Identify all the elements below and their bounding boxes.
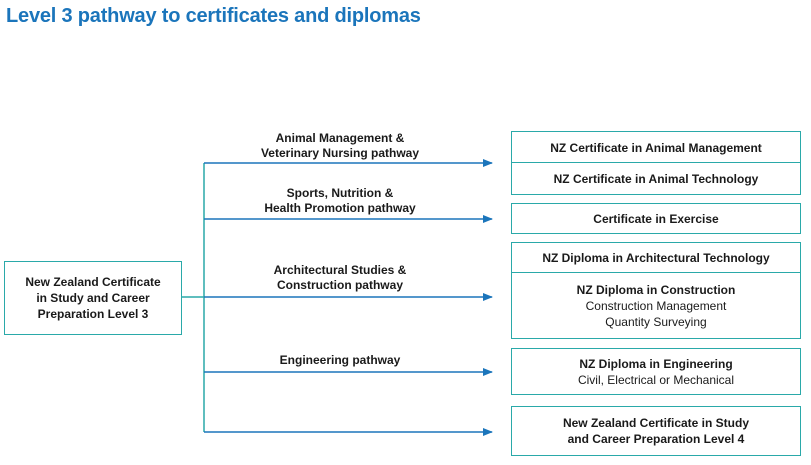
- pathway-label-sports: Sports, Nutrition & Health Promotion pat…: [264, 186, 416, 215]
- destination-title: NZ Certificate in Animal Technology: [553, 171, 759, 186]
- page-title: Level 3 pathway to certificates and dipl…: [6, 5, 421, 27]
- destination-detail: Quantity Surveying: [605, 314, 707, 329]
- destination-box: Certificate in Exercise: [511, 203, 801, 234]
- source-box: New Zealand Certificate in Study and Car…: [4, 261, 182, 335]
- destination-title: NZ Certificate in Animal Management: [550, 140, 762, 155]
- destination-box: NZ Diploma in Architectural Technology: [511, 242, 801, 274]
- destination-title: New Zealand Certificate in Study and Car…: [562, 416, 750, 446]
- destination-title: NZ Diploma in Construction: [576, 282, 736, 297]
- destination-box: New Zealand Certificate in Study and Car…: [511, 406, 801, 456]
- pathway-label-engineering: Engineering pathway: [279, 353, 401, 367]
- pathway-label-animal: Animal Management & Veterinary Nursing p…: [260, 131, 420, 160]
- destination-box: NZ Diploma in Construction Construction …: [511, 272, 801, 339]
- destination-box: NZ Certificate in Animal Technology: [511, 162, 801, 195]
- destination-title: NZ Diploma in Architectural Technology: [542, 251, 770, 265]
- destination-box: NZ Certificate in Animal Management: [511, 131, 801, 164]
- destination-detail: Construction Management: [585, 298, 727, 313]
- destination-detail: Civil, Electrical or Mechanical: [577, 372, 735, 387]
- pathway-label-architectural: Architectural Studies & Construction pat…: [273, 263, 407, 292]
- destination-title: NZ Diploma in Engineering: [579, 356, 733, 371]
- destination-title: Certificate in Exercise: [593, 211, 719, 226]
- destination-box: NZ Diploma in Engineering Civil, Electri…: [511, 348, 801, 395]
